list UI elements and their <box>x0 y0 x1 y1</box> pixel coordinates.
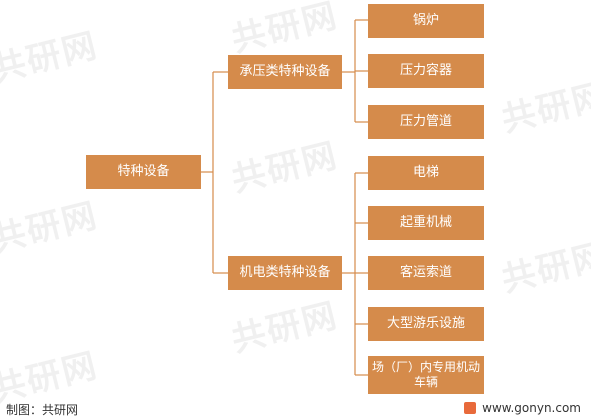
leaf-node-elevator: 电梯 <box>368 156 484 190</box>
site-url: www.gonyn.com <box>482 401 581 415</box>
footer: 制图：共研网 www.gonyn.com <box>0 398 591 419</box>
connector-lines <box>201 19 368 376</box>
leaf-node-vehicle: 场（厂）内专用机动 车辆 <box>368 356 484 394</box>
logo-icon <box>464 402 477 414</box>
leaf-node-pressure-pipe: 压力管道 <box>368 105 484 139</box>
leaf-node-ropeway: 客运索道 <box>368 256 484 290</box>
leaf-node-pressure-vessel: 压力容器 <box>368 54 484 88</box>
branch-node-pressure: 承压类特种设备 <box>228 55 342 89</box>
leaf-node-crane: 起重机械 <box>368 206 484 240</box>
branch-node-electromechanical: 机电类特种设备 <box>228 256 342 290</box>
leaf-node-amusement: 大型游乐设施 <box>368 307 484 341</box>
root-node: 特种设备 <box>86 155 201 189</box>
leaf-node-boiler: 锅炉 <box>368 4 484 38</box>
site-link[interactable]: www.gonyn.com <box>464 401 581 415</box>
credit-text: 制图：共研网 <box>6 403 79 417</box>
